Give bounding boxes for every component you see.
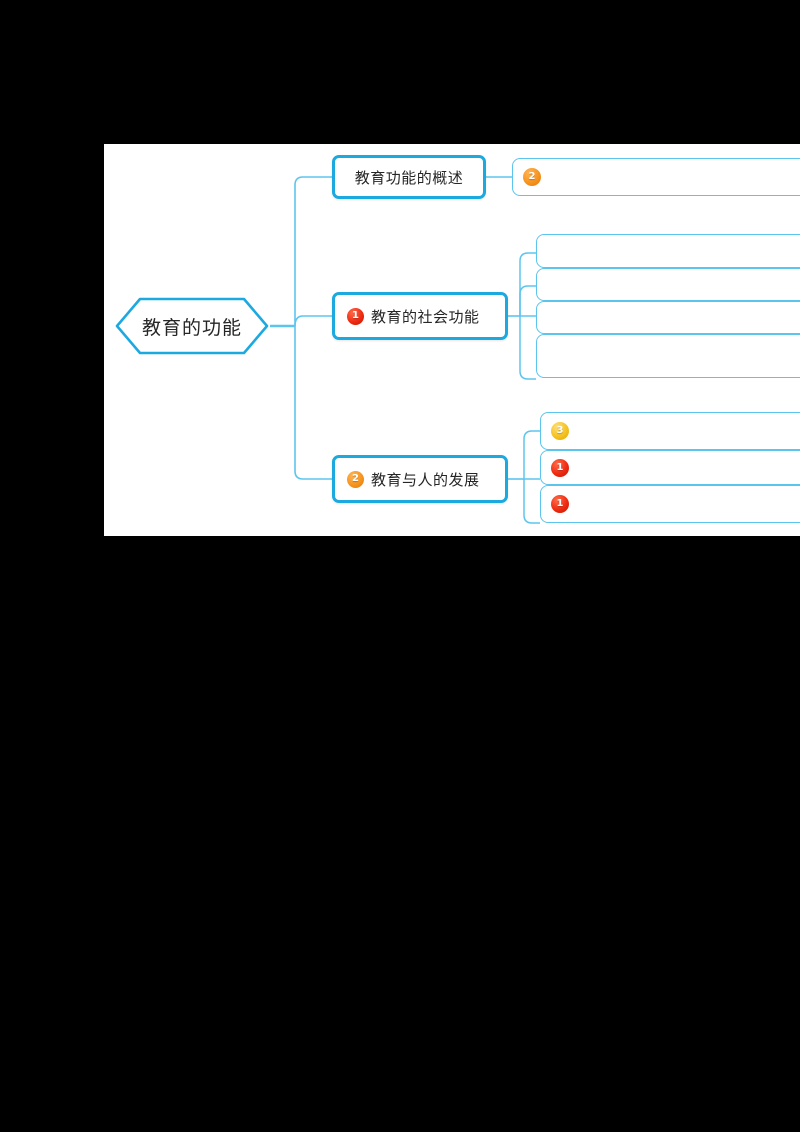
subtopic-node-0-0[interactable]: 2 (512, 158, 800, 196)
hexagon-shape (115, 297, 269, 355)
badge-1: 1 (347, 307, 364, 325)
topic-label-2: 教育与人的发展 (371, 470, 480, 489)
topic-label-1: 教育的社会功能 (371, 307, 480, 326)
root-label: 教育的功能 (141, 316, 242, 339)
topic-node-1[interactable]: 1 教育的社会功能 (332, 292, 508, 340)
topic-label-0: 教育功能的概述 (354, 168, 464, 187)
badge-2: 2 (347, 470, 364, 488)
topic-node-0[interactable]: 教育功能的概述 (332, 155, 486, 199)
topic-node-2[interactable]: 2 教育与人的发展 (332, 455, 508, 503)
subtopic-node-1-3[interactable] (536, 334, 800, 378)
badge-2: 2 (523, 168, 541, 186)
badge-3: 3 (551, 422, 569, 440)
root-node[interactable]: 教育的功能 (114, 296, 270, 356)
subtopic-node-1-0[interactable] (536, 234, 800, 268)
subtopic-node-1-1[interactable] (536, 268, 800, 301)
subtopic-node-2-0[interactable]: 3 (540, 412, 800, 450)
badge-1: 1 (551, 495, 569, 513)
subtopic-node-2-1[interactable]: 1 (540, 450, 800, 485)
subtopic-node-2-2[interactable]: 1 (540, 485, 800, 523)
subtopic-node-1-2[interactable] (536, 301, 800, 334)
mindmap-canvas[interactable]: 教育的功能 教育功能的概述 2 1 教育的社会功能 2 教育与人的发展 3 1 … (104, 144, 800, 536)
badge-1: 1 (551, 458, 569, 477)
